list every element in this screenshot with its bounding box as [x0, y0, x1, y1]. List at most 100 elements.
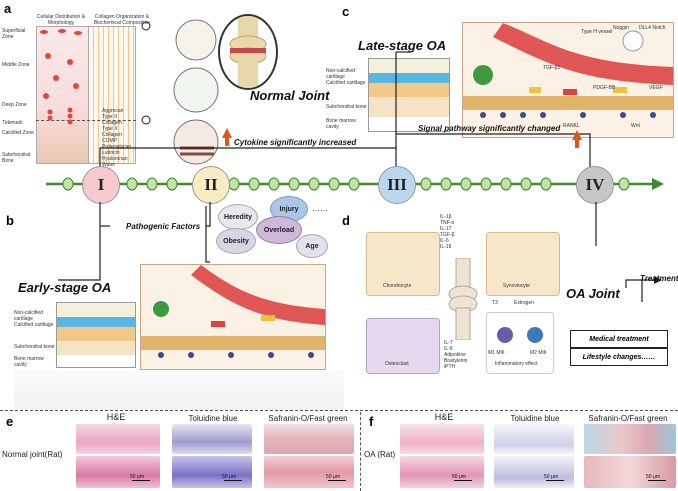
e-toluidine-bottom-image: [172, 456, 252, 488]
legend-il17: IL-17: [440, 226, 452, 232]
timeline-svg: [46, 177, 664, 191]
timeline-node: [166, 177, 178, 191]
m1-macrophage-icon: [497, 327, 513, 343]
zone-subchondral: Subchondral Bone: [2, 152, 31, 164]
e-safranin-bottom-image: [264, 456, 354, 488]
zoom-marker-icon: [141, 115, 151, 125]
early-layer-marrow: Bone marrow cavity: [14, 356, 44, 368]
f-stain-safranin: Safranin-O/Fast green: [588, 414, 668, 423]
legend-water: Water: [102, 162, 116, 168]
early-layer-subchondral: Subchondral bone: [14, 344, 55, 350]
panel-d-joint-icon: [446, 257, 480, 341]
legend-lubricin: Lubricin: [102, 150, 120, 156]
panel-d-chondrocyte: Chondrocyte: [366, 232, 440, 296]
panel-letter-b: b: [6, 213, 14, 228]
m2-macrophage-icon: [527, 327, 543, 343]
blood-vessel-icon: [493, 23, 673, 85]
legend-aggrecan: Aggrecan: [102, 108, 124, 114]
green-cell-icon: [153, 301, 169, 317]
panel-d-inflammation: Inflammatory effect: [486, 312, 554, 374]
timeline-node: [460, 177, 472, 191]
early-stage-detail-svg: [141, 265, 325, 358]
oa-joint-title: OA Joint: [566, 286, 620, 301]
e-scale-bar-1: [132, 480, 150, 481]
stage-ii: II: [192, 166, 230, 204]
e-stain-safranin: Safranin-O/Fast green: [268, 414, 348, 423]
e-he-top-image: [76, 424, 160, 454]
legend-t3: T3: [492, 300, 498, 306]
zone-deep: Deep Zone: [2, 102, 27, 108]
legend-m2: M2 MΦ: [530, 350, 547, 356]
panel-letter-d: d: [342, 213, 350, 228]
timeline-node: [348, 177, 360, 191]
red-arrow-up-icon: [572, 130, 582, 140]
superficial-zoom-icon: [175, 19, 217, 61]
early-layer-noncalcified: Non-calcified cartilage: [14, 310, 43, 322]
green-cell-icon: [473, 65, 493, 85]
lifestyle-box: Lifestyle changes……: [570, 348, 668, 366]
collagen-column: [88, 26, 136, 164]
e-row-label: Normal joint(Rat): [2, 450, 63, 459]
signal-label: Signal pathway significantly changed: [418, 124, 561, 133]
f-scale-label-3: 50 μm: [646, 474, 660, 480]
f-he-bottom-image: [400, 456, 484, 488]
factor-obesity: Obesity: [216, 228, 256, 254]
normal-joint-icon: [218, 14, 278, 90]
stage-iv: IV: [576, 166, 614, 204]
panel-a-col2-title: Collagen Organization & Biochemical Comp…: [93, 14, 151, 26]
arrow-right-icon: [654, 276, 662, 284]
late-stage-cartilage: [368, 58, 450, 132]
e-safranin-top-image: [264, 424, 354, 454]
chondrocyte-icon: [67, 107, 73, 113]
pathogenic-label: Pathogenic Factors: [126, 222, 201, 231]
late-stage-title: Late-stage OA: [358, 38, 447, 53]
label-noggin: Noggin: [613, 25, 629, 31]
chondrocyte-icon: [67, 59, 73, 65]
early-stage-cartilage: [56, 302, 136, 368]
panel-d-osteoclast: Osteoclast: [366, 318, 440, 374]
chondrocyte-icon: [45, 53, 51, 59]
opg-marker-icon: [563, 89, 577, 95]
timeline-node: [520, 177, 532, 191]
chondrocyte-icon: [40, 30, 48, 34]
cell-chondrocyte: Chondrocyte: [383, 283, 412, 289]
label-vegf: VEGF: [649, 85, 663, 91]
legend-ipth: iPTH: [444, 364, 456, 370]
panel-d-synoviocyte: Synoviocyte: [486, 232, 560, 296]
legend-tgfb: TGF-β: [440, 232, 455, 238]
early-stage-detail-box: [140, 264, 326, 370]
legend-il1b: IL-1β: [440, 214, 452, 220]
timeline-node: [268, 177, 280, 191]
legend-proteoglycan: Proteoglycan: [102, 144, 132, 150]
separator-vertical: [360, 412, 361, 491]
timeline-node: [248, 177, 260, 191]
panel-letter-e: e: [6, 414, 14, 429]
chondrocyte-icon: [67, 113, 73, 119]
timeline-node: [540, 177, 552, 191]
timeline-node: [126, 177, 138, 191]
tidemark-line: [36, 120, 136, 121]
panel-d-legend-2: IL-7 IL-8 Adipokine Bradykinin iPTH: [444, 340, 488, 370]
timeline-node: [308, 177, 320, 191]
zone-calcified: Calcified Zone: [2, 130, 34, 136]
f-scale-bar-3: [648, 480, 666, 481]
marker-icon: [261, 315, 275, 321]
stage-i: I: [82, 166, 120, 204]
e-scale-label-3: 50 μm: [326, 474, 340, 480]
f-row-label: OA (Rat): [364, 450, 396, 459]
timeline-node: [146, 177, 158, 191]
timeline-node: [62, 177, 74, 191]
chondrocytes-svg: [40, 29, 82, 125]
f-he-top-image: [400, 424, 484, 454]
f-safranin-bottom-image: [584, 456, 676, 488]
zone-superficial: Superficial Zone: [2, 28, 26, 40]
legend-il8: IL-8: [444, 346, 453, 352]
legend-hyaluronan: Hyaluronan: [102, 156, 128, 162]
e-scale-bar-3: [328, 480, 346, 481]
early-stage-title: Early-stage OA: [18, 280, 112, 295]
middle-zoom-icon: [173, 67, 219, 113]
factor-overload: Overload: [256, 216, 302, 244]
cytokine-label: Cytokine significantly increased: [234, 138, 357, 147]
factor-age: Age: [296, 234, 328, 258]
f-stain-toluidine: Toluidine blue: [510, 414, 560, 423]
